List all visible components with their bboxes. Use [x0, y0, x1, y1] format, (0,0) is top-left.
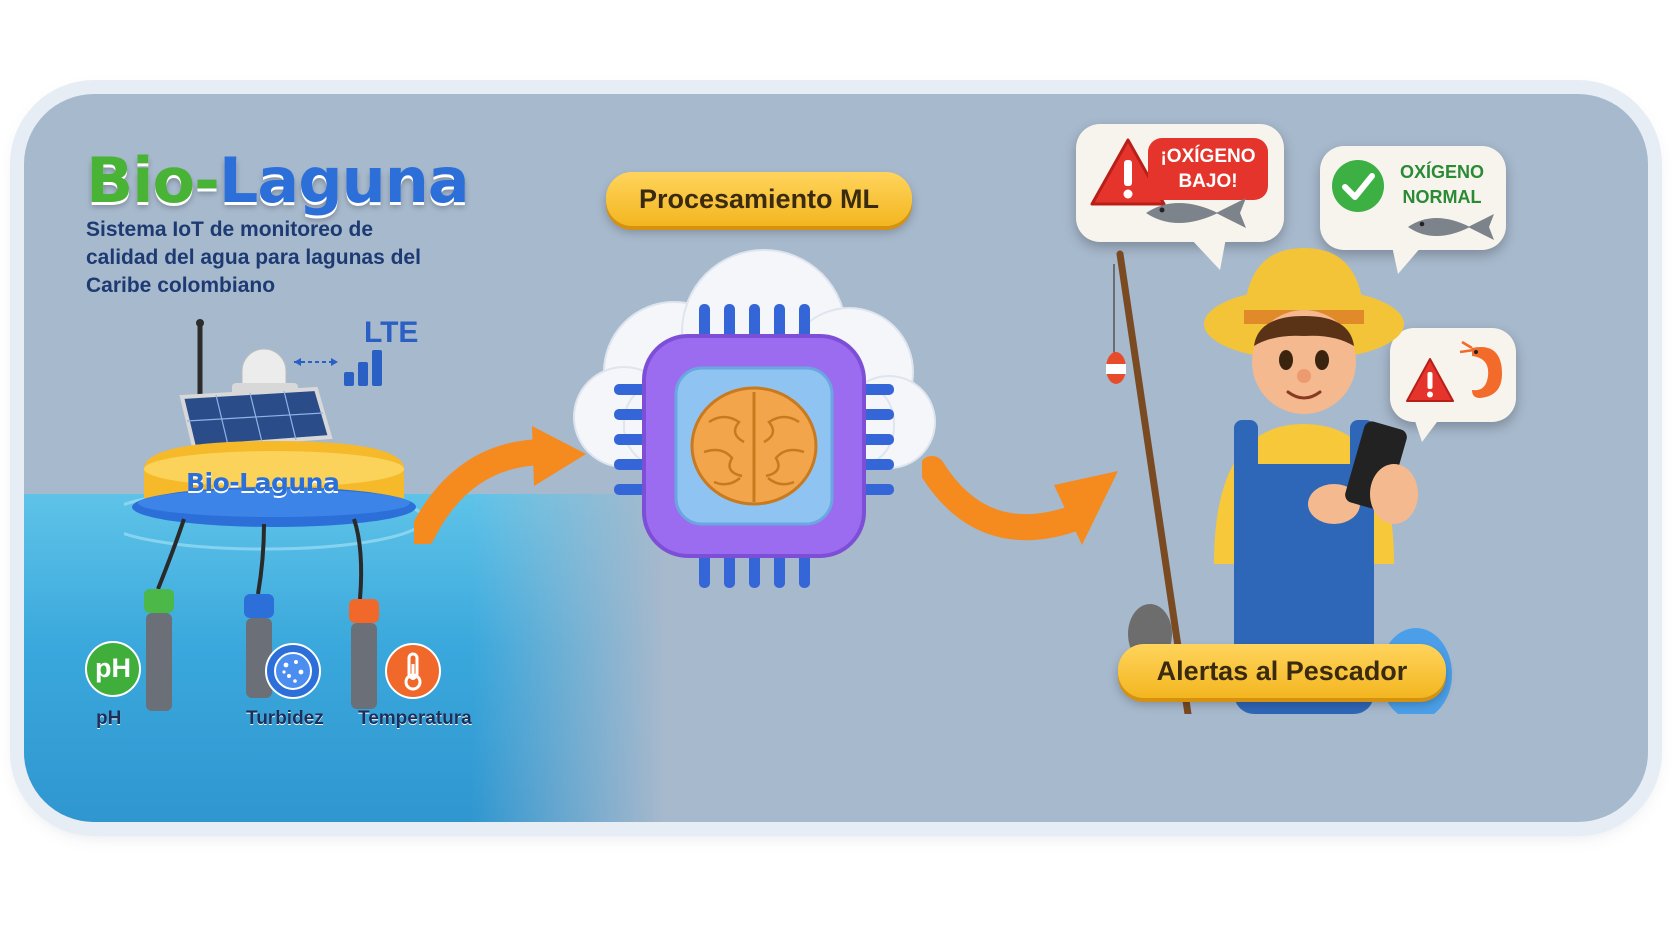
sensor-label-ph: pH: [96, 708, 122, 729]
bubble-tail-right: [1392, 246, 1422, 274]
ph-icon: [85, 641, 141, 697]
signal-icon: [294, 350, 382, 386]
diagram-panel: Bio-Laguna Sistema IoT de monitoreo de c…: [24, 94, 1648, 822]
fish-icon: [1408, 214, 1494, 240]
low-oxygen-badge: [1148, 138, 1268, 200]
brand-part-laguna: Laguna: [218, 144, 470, 217]
fisherman-illustration: [1106, 248, 1452, 714]
sensor-label-temperature: Temperatura: [358, 708, 472, 729]
shrimp-icon: [1459, 340, 1502, 398]
ph-icon-text: pH: [95, 653, 131, 683]
fish-icon: [1146, 198, 1246, 228]
thermometer-icon: [385, 643, 441, 699]
turbidity-icon: [265, 643, 321, 699]
warning-icon: [1406, 358, 1454, 402]
flow-arrow-sensor-to-ml: [414, 426, 586, 544]
flow-arrow-ml-to-fisher: [922, 456, 1118, 545]
processing-ml-label: Procesamiento ML: [606, 172, 912, 226]
brand-title: Bio-Laguna: [86, 144, 470, 217]
buoy-label: Bio-Laguna: [186, 468, 340, 497]
warning-icon: [1090, 138, 1166, 206]
buoy-illustration: [124, 319, 424, 711]
normal-oxygen-text: OXÍGENO NORMAL: [1399, 162, 1484, 207]
fisher-alerts-label: Alertas al Pescador: [1118, 644, 1446, 698]
sensor-label-turbidity: Turbidez: [246, 708, 324, 729]
brand-part-bio: Bio-: [86, 144, 220, 217]
cloud-chip-illustration: [573, 249, 936, 588]
subtitle: Sistema IoT de monitoreo de calidad del …: [86, 218, 421, 297]
low-oxygen-text: ¡OXÍGENO BAJO!: [1160, 146, 1256, 192]
bubble-tail-left: [1190, 238, 1226, 270]
lte-label: LTE: [364, 316, 419, 349]
bubble-tail-shrimp: [1414, 418, 1440, 442]
checkmark-icon: [1332, 160, 1384, 212]
